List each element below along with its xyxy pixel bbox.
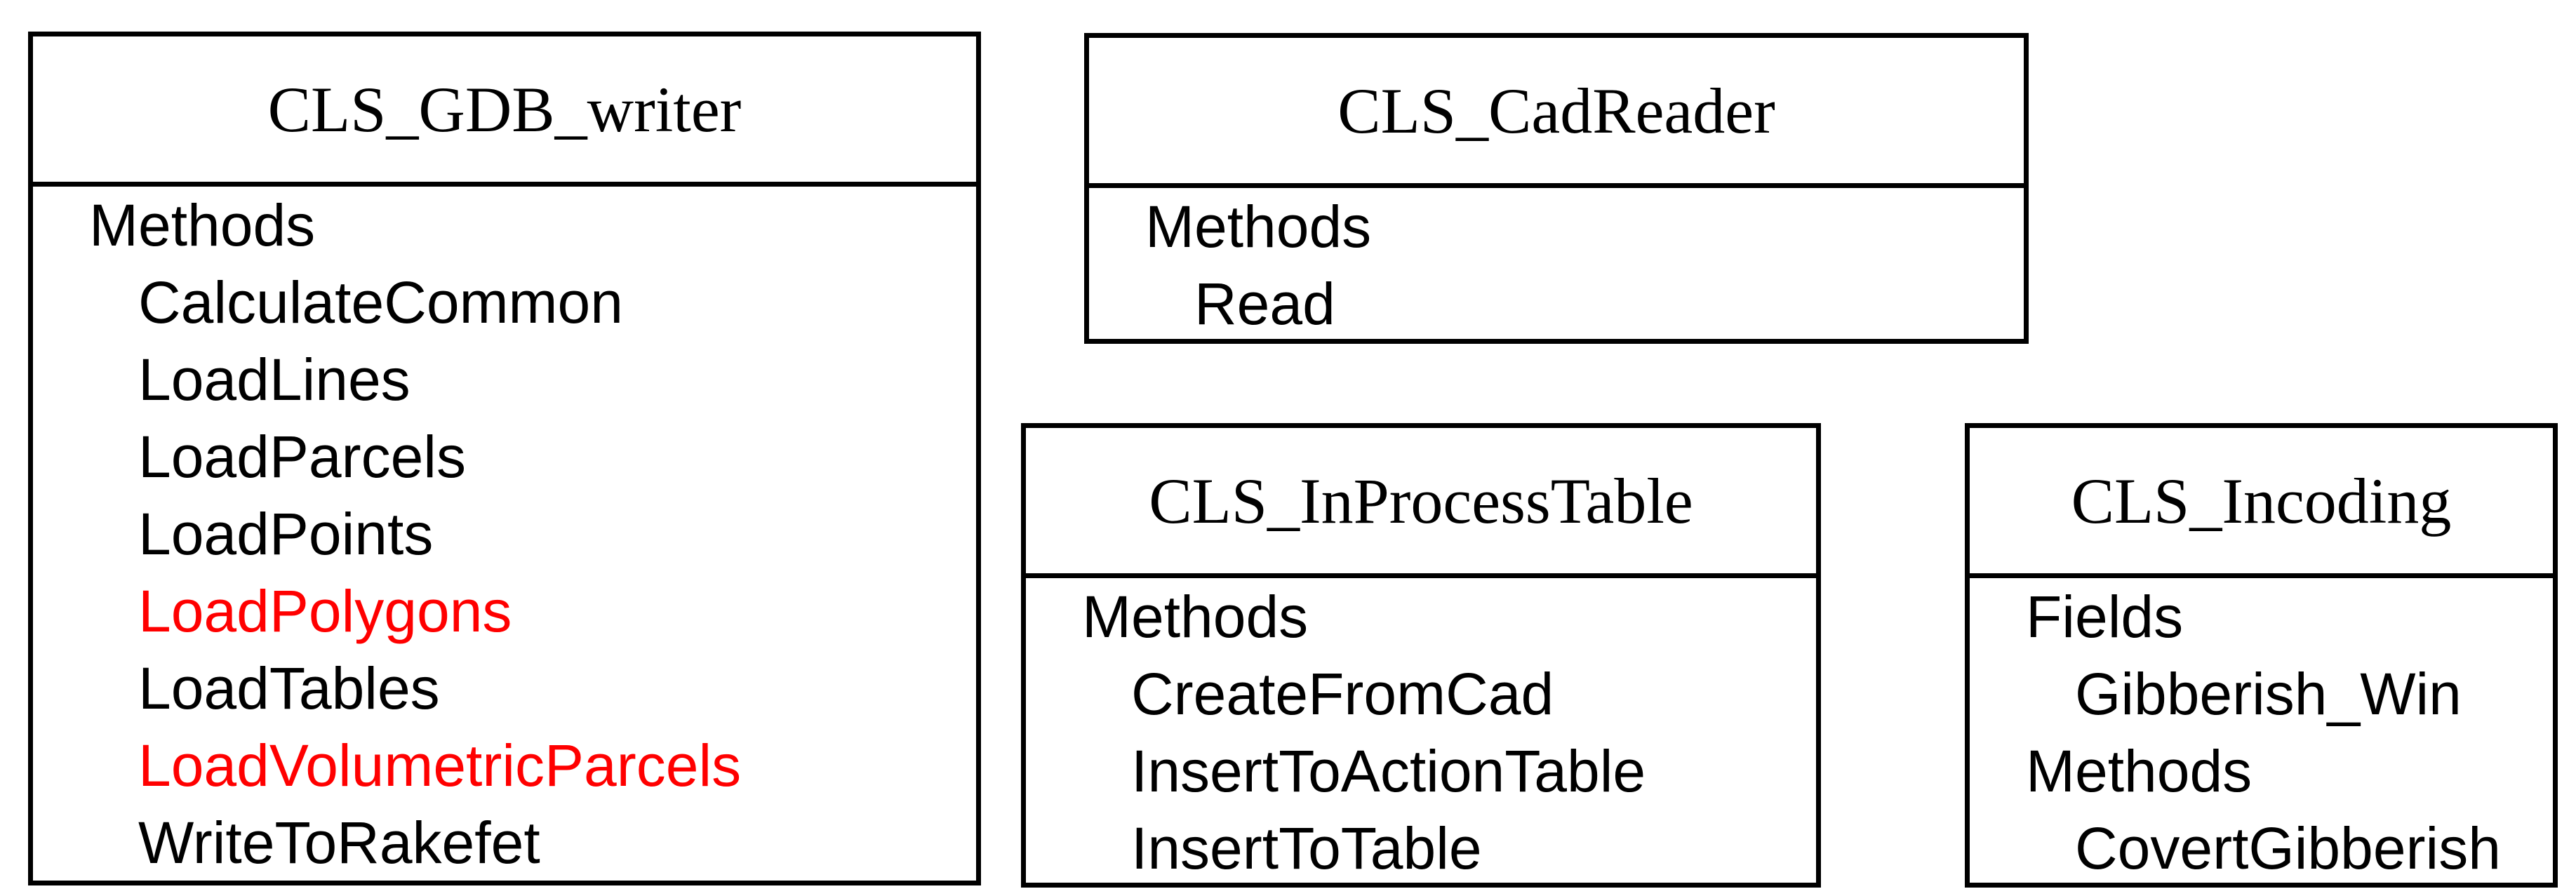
member-item: LoadPoints: [138, 501, 434, 567]
class-box-inprocesstable: CLS_InProcessTable Methods CreateFromCad…: [1021, 423, 1821, 888]
member-item: LoadParcels: [138, 424, 466, 490]
member-item: LoadLines: [138, 347, 411, 413]
class-title: CLS_CadReader: [1089, 38, 2024, 188]
members-group-label: Methods: [89, 192, 316, 258]
member-item: LoadVolumetricParcels: [138, 733, 742, 798]
member-item: InsertToTable: [1131, 815, 1482, 881]
members-group-label: Methods: [1145, 194, 1372, 260]
members-group-label: Fields: [2026, 584, 2184, 650]
member-item: LoadPolygons: [138, 578, 512, 644]
class-title: CLS_GDB_writer: [33, 36, 976, 187]
class-title: CLS_InProcessTable: [1026, 428, 1816, 578]
class-title: CLS_Incoding: [1970, 428, 2553, 578]
members-group-label: Methods: [2026, 738, 2253, 804]
member-item: CovertGibberish: [2075, 815, 2501, 881]
member-item: LoadTables: [138, 655, 440, 721]
class-box-incoding: CLS_Incoding Fields Gibberish_Win Method…: [1965, 423, 2558, 888]
member-item: Read: [1194, 271, 1335, 337]
class-members: Methods CalculateCommon LoadLines LoadPa…: [33, 187, 976, 881]
class-box-cadreader: CLS_CadReader Methods Read: [1084, 33, 2029, 344]
member-item: WriteToRakefet: [138, 810, 540, 876]
class-members: Methods Read: [1089, 188, 2024, 342]
class-box-gdb-writer: CLS_GDB_writer Methods CalculateCommon L…: [28, 32, 981, 885]
member-item: Gibberish_Win: [2075, 661, 2462, 727]
member-item: CalculateCommon: [138, 269, 623, 335]
member-item: InsertToActionTable: [1131, 738, 1646, 804]
class-members: Methods CreateFromCad InsertToActionTabl…: [1026, 578, 1816, 887]
member-item: CreateFromCad: [1131, 661, 1554, 727]
members-group-label: Methods: [1082, 584, 1309, 650]
class-members: Fields Gibberish_Win Methods CovertGibbe…: [1970, 578, 2553, 887]
